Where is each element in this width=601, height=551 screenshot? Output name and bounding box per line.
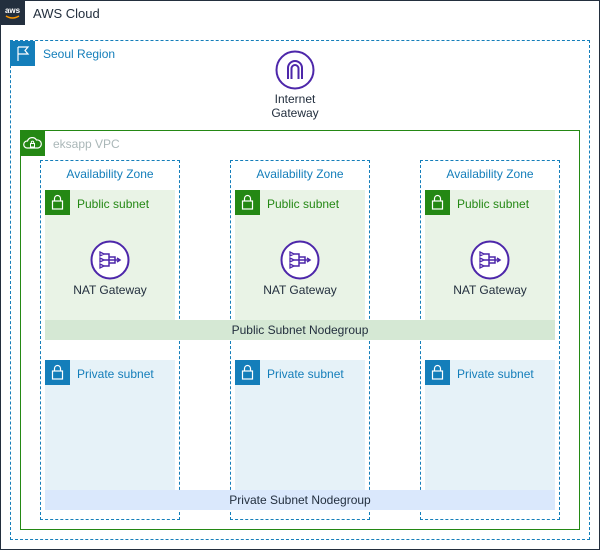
- nat-gateway-label: NAT Gateway: [453, 283, 527, 297]
- availability-zone-3: [420, 160, 560, 520]
- internet-gateway-label-line2: Gateway: [271, 106, 319, 120]
- availability-zone-2: [230, 160, 370, 520]
- nat-gateway-icon: [280, 240, 320, 280]
- private-subnet-nodegroup: Private Subnet Nodegroup: [45, 490, 555, 510]
- private-subnet-lock-icon: [425, 360, 450, 385]
- public-subnet-lock-icon: [425, 190, 450, 215]
- private-subnet-label: Private subnet: [457, 367, 534, 381]
- region-group: [10, 40, 590, 540]
- public-subnet-lock-icon: [45, 190, 70, 215]
- public-subnet-label: Public subnet: [267, 197, 340, 211]
- vpc-cloud-lock-icon: [20, 131, 45, 156]
- nat-gateway-label: NAT Gateway: [263, 283, 337, 297]
- vpc-group: [20, 130, 580, 530]
- availability-zone-label: Availability Zone: [66, 167, 154, 181]
- nat-gateway-icon: [470, 240, 510, 280]
- private-subnet-label: Private subnet: [267, 367, 344, 381]
- private-subnet-label: Private subnet: [77, 367, 154, 381]
- nat-gateway-icon: [90, 240, 130, 280]
- svg-text:aws: aws: [5, 6, 21, 15]
- public-subnet-nodegroup: Public Subnet Nodegroup: [45, 320, 555, 340]
- internet-gateway-icon: [275, 50, 315, 90]
- aws-cloud-label: AWS Cloud: [33, 6, 100, 21]
- availability-zone-1: [40, 160, 180, 520]
- public-subnet-label: Public subnet: [77, 197, 150, 211]
- availability-zone-label: Availability Zone: [256, 167, 344, 181]
- region-label: Seoul Region: [43, 47, 116, 61]
- public-subnet-label: Public subnet: [457, 197, 530, 211]
- region-flag-icon: [10, 41, 35, 66]
- private-subnet-lock-icon: [45, 360, 70, 385]
- nat-gateway-label: NAT Gateway: [73, 283, 147, 297]
- internet-gateway-label: Internet Gateway: [255, 92, 335, 120]
- internet-gateway-label-line1: Internet: [274, 92, 316, 106]
- public-subnet-lock-icon: [235, 190, 260, 215]
- private-subnet-lock-icon: [235, 360, 260, 385]
- availability-zone-label: Availability Zone: [446, 167, 534, 181]
- vpc-label: eksapp VPC: [53, 137, 120, 151]
- aws-logo-icon: aws: [0, 0, 25, 25]
